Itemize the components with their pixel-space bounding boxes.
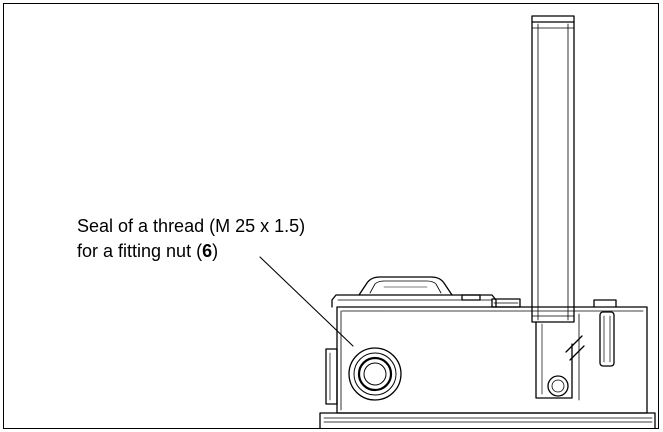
base-plate	[319, 412, 656, 428]
reference-number: 6	[202, 241, 213, 261]
thread-seal	[348, 347, 402, 401]
callout-line-1: Seal of a thread (M 25 x 1.5)	[77, 216, 306, 236]
knob-fitting	[547, 375, 569, 397]
vertical-probe	[531, 15, 585, 399]
callout-line-2: for a fitting nut (6)	[77, 239, 305, 264]
housing-body	[325, 306, 648, 414]
side-clamp	[578, 299, 617, 401]
thread-seal-callout: Seal of a thread (M 25 x 1.5) for a fitt…	[77, 214, 305, 264]
technical-drawing	[259, 15, 656, 428]
leader-line	[259, 256, 354, 347]
callout-line-2-prefix: for a fitting nut (	[77, 241, 203, 261]
housing-cover	[331, 276, 521, 308]
figure-frame: Seal of a thread (M 25 x 1.5) for a fitt…	[3, 3, 659, 429]
callout-line-2-suffix: )	[212, 241, 219, 261]
